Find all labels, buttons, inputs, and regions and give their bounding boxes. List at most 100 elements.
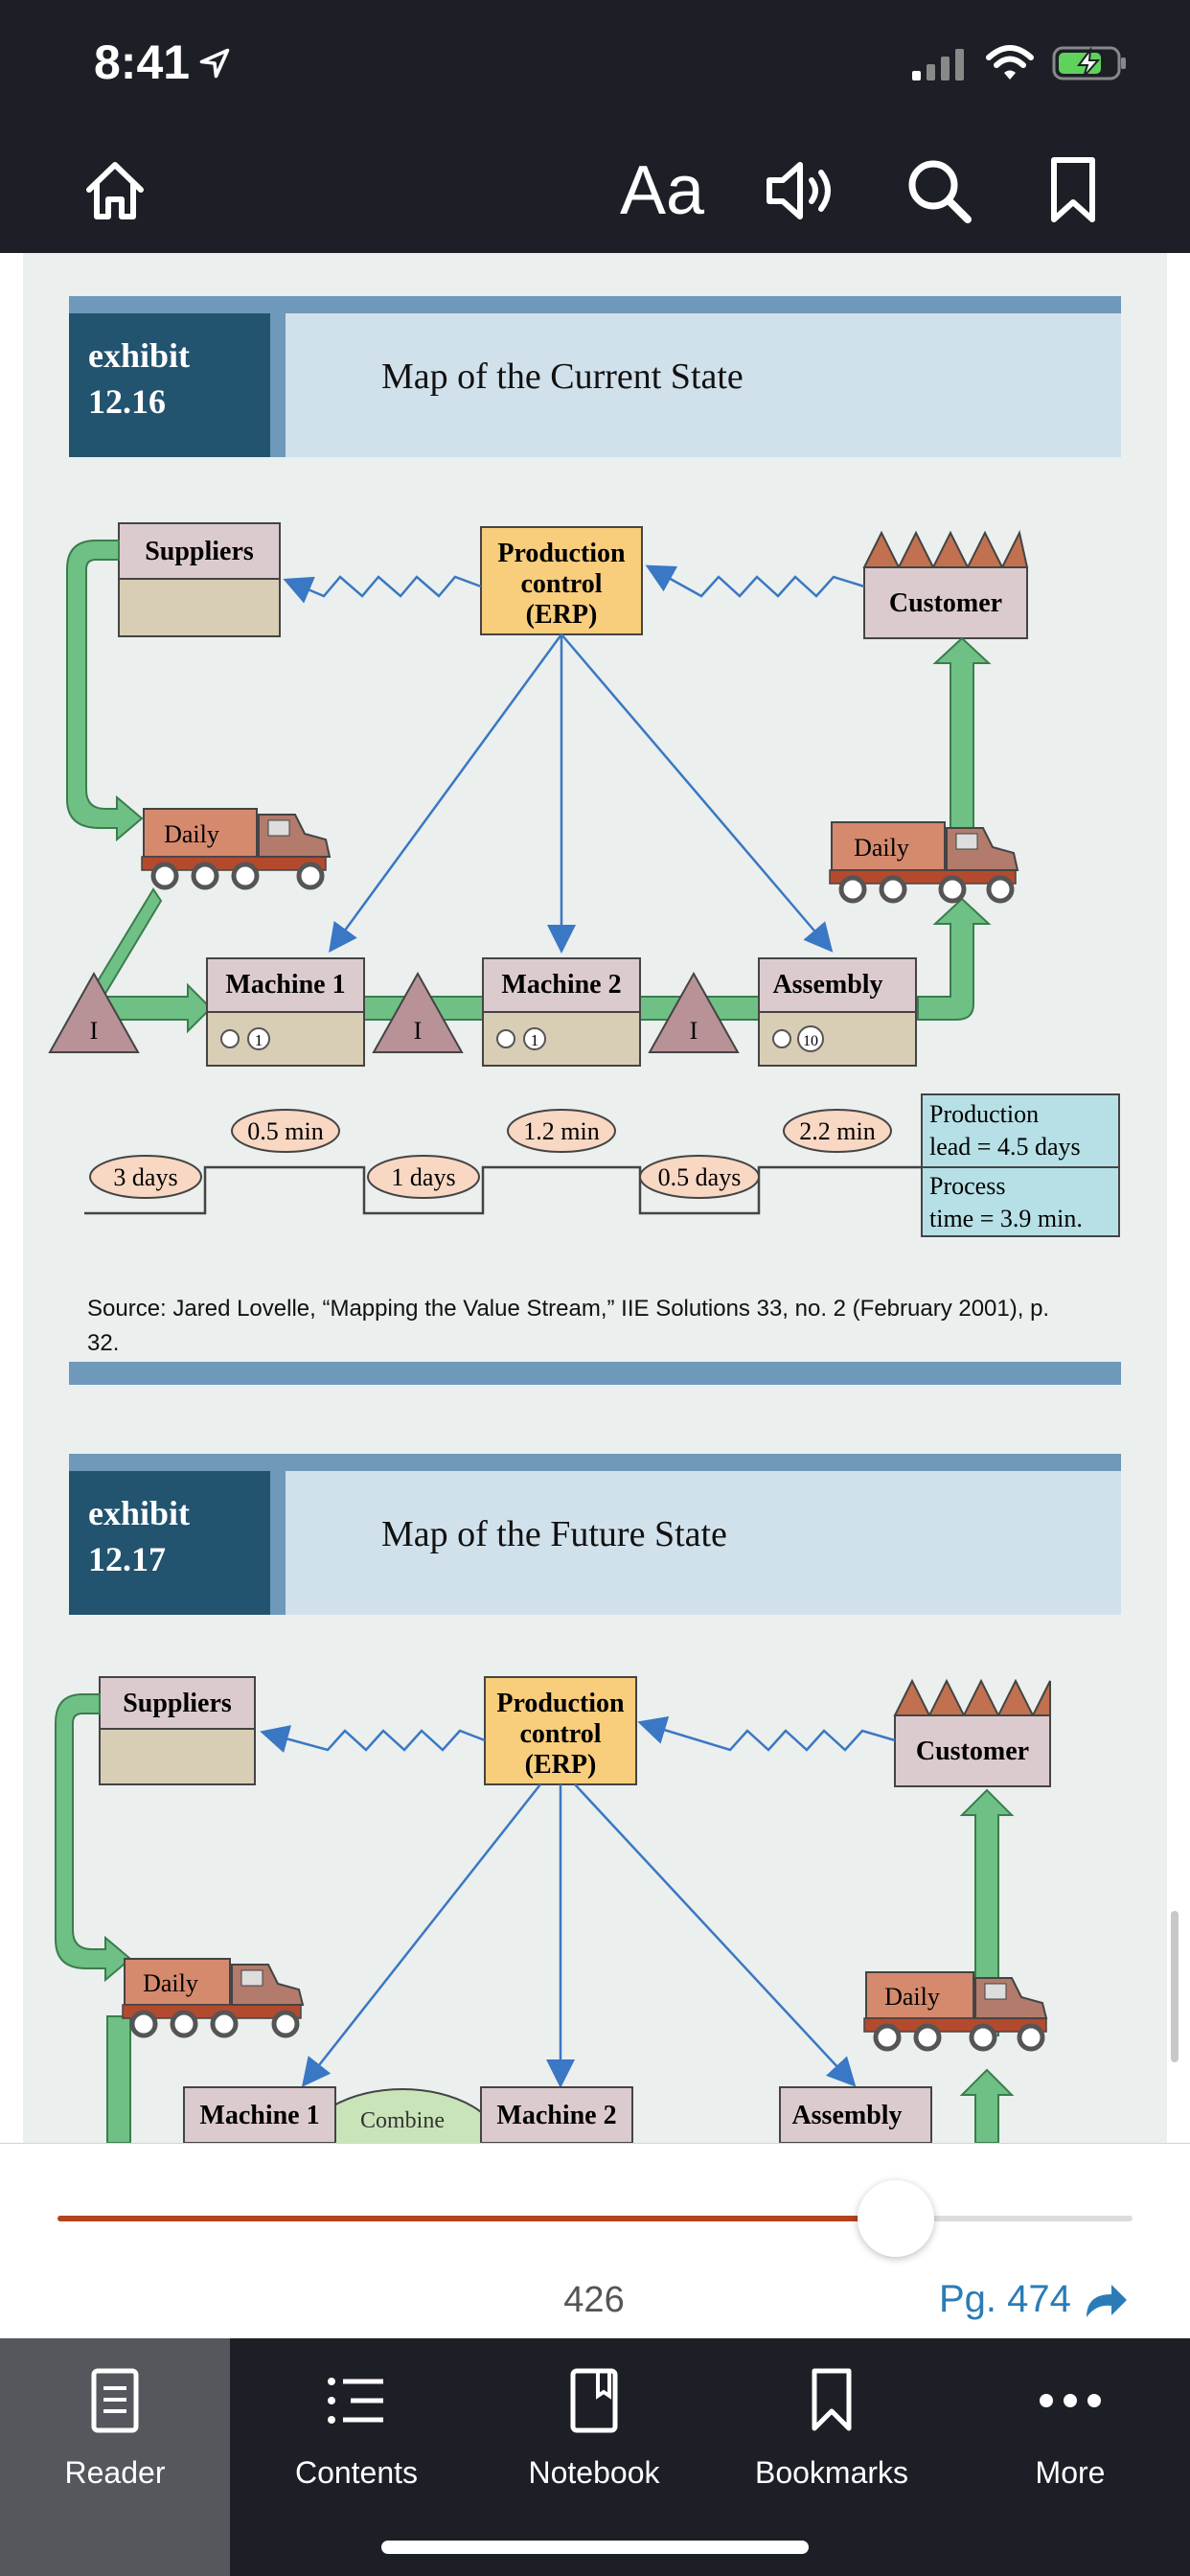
exhibit-header: exhibit 12.17 Map of the Future State xyxy=(69,1471,1121,1615)
future-state-map: Suppliers Production control (ERP) Custo… xyxy=(55,1676,1051,2143)
text-size-button[interactable]: Aa xyxy=(609,148,715,234)
exhibit-id: 12.16 xyxy=(88,382,166,421)
machine-2-box: Machine 2 1 xyxy=(482,957,641,1067)
list-icon xyxy=(328,2378,383,2424)
erp-box: Production control (ERP) xyxy=(484,1676,637,1785)
location-arrow-icon xyxy=(199,48,230,79)
forward-arrow-icon xyxy=(1086,2284,1127,2317)
bookmarks-icon xyxy=(812,2368,852,2431)
raw-material-arrow xyxy=(106,2015,131,2143)
machine-2-box: Machine 2 xyxy=(480,2086,633,2143)
bookmark-button[interactable] xyxy=(1035,148,1111,234)
tab-contents[interactable]: Contents xyxy=(238,2338,475,2576)
exhibit-top-rule xyxy=(69,296,1121,313)
lead-label-2: lead = 4.5 days xyxy=(929,1133,1081,1161)
operator-count-m1: 1 xyxy=(255,1031,263,1049)
assembly-label: Assembly xyxy=(772,970,882,1000)
page-progress-slider[interactable] xyxy=(57,2180,1133,2257)
cycle-m1-label: 0.5 min xyxy=(247,1117,323,1145)
cycle-time-m2: 1.2 min xyxy=(507,1109,616,1153)
scroll-indicator[interactable] xyxy=(1171,1911,1179,2062)
assembly-box: Assembly xyxy=(779,2086,932,2143)
exhibit-header: exhibit 12.16 Map of the Current State xyxy=(69,313,1121,457)
inventory-label-3: I xyxy=(690,1017,698,1045)
wifi-icon xyxy=(986,45,1034,80)
truck-right-icon: Daily xyxy=(863,1971,1048,2052)
truck-left-icon: Daily xyxy=(122,1958,305,2038)
tab-bookmarks-label: Bookmarks xyxy=(754,2455,909,2490)
font-settings-label: Aa xyxy=(619,152,705,229)
go-to-page-link[interactable]: Pg. 474 xyxy=(939,2278,1129,2321)
wait-time-1: 3 days xyxy=(89,1155,202,1199)
tab-notebook[interactable]: Notebook xyxy=(475,2338,713,2576)
erp-label-2: control xyxy=(520,569,602,599)
customer-label: Customer xyxy=(889,588,1002,618)
customer-box: Customer xyxy=(893,1678,1051,1787)
erp-label-1: Production xyxy=(497,539,626,568)
assembly-out-arrow xyxy=(917,897,992,1021)
customer-label: Customer xyxy=(916,1736,1029,1766)
more-dots-icon xyxy=(1040,2394,1101,2407)
wait-time-3: 0.5 days xyxy=(639,1155,760,1199)
assembly-out-arrow xyxy=(959,2068,1015,2143)
exhibit-number: exhibit 12.17 xyxy=(69,1471,286,1615)
suppliers-label: Suppliers xyxy=(123,1689,232,1718)
operator-count-asm: 10 xyxy=(803,1033,818,1049)
exhibit-word: exhibit xyxy=(88,1494,191,1532)
tab-reader[interactable]: Reader xyxy=(0,2338,230,2576)
schedule-line-m1 xyxy=(329,633,563,954)
kaizen-burst: Combine xyxy=(302,2088,503,2143)
cellular-signal-icon xyxy=(912,49,964,80)
suppliers-box: Suppliers xyxy=(118,522,281,637)
erp-label-2: control xyxy=(519,1719,601,1749)
tab-bar: Reader Contents Notebook Bookmarks More xyxy=(0,2338,1190,2576)
reader-content[interactable]: exhibit 12.16 Map of the Current State S… xyxy=(0,253,1190,2143)
assembly-box: Assembly 10 xyxy=(758,957,917,1067)
erp-to-suppliers-signal xyxy=(260,1725,486,1754)
wait-2-label: 1 days xyxy=(391,1163,455,1191)
tab-reader-label: Reader xyxy=(64,2455,166,2490)
current-page-number: 426 xyxy=(563,2280,625,2320)
exhibit-title: Map of the Future State xyxy=(381,1514,727,1554)
lead-time-summary: Production lead = 4.5 days Process time … xyxy=(921,1093,1120,1237)
exhibit-id: 12.17 xyxy=(88,1540,166,1578)
supplier-shipment-arrow xyxy=(66,540,144,842)
kaizen-label: Combine xyxy=(360,2108,445,2133)
tab-notebook-label: Notebook xyxy=(528,2455,660,2490)
suppliers-box: Suppliers xyxy=(99,1676,256,1785)
customer-to-erp-signal xyxy=(645,564,865,598)
inventory-triangle-3: I xyxy=(648,971,740,1053)
wait-3-label: 0.5 days xyxy=(658,1163,742,1191)
machine-1-box: Machine 1 xyxy=(183,2086,336,2143)
machine-1-label: Machine 1 xyxy=(199,2101,319,2130)
search-button[interactable] xyxy=(896,148,982,234)
customer-to-erp-signal xyxy=(637,1715,896,1752)
assembly-label: Assembly xyxy=(791,2101,902,2130)
erp-to-suppliers-signal xyxy=(283,575,482,604)
customer-shipment-arrow xyxy=(932,636,992,856)
exhibit-title: Map of the Current State xyxy=(381,356,744,397)
inventory-label-1: I xyxy=(90,1017,99,1045)
truck-right-icon: Daily xyxy=(829,821,1019,904)
machine-1-label: Machine 1 xyxy=(225,970,345,1000)
clock: 8:41 xyxy=(94,35,191,89)
home-button[interactable] xyxy=(77,148,153,234)
inventory-triangle-2: I xyxy=(372,971,464,1053)
tab-bookmarks[interactable]: Bookmarks xyxy=(713,2338,950,2576)
tab-more[interactable]: More xyxy=(950,2338,1190,2576)
truck-left-label: Daily xyxy=(164,820,219,848)
truck-right-label: Daily xyxy=(884,1983,940,2011)
exhibit-number: exhibit 12.16 xyxy=(69,313,286,457)
slider-thumb[interactable] xyxy=(858,2180,935,2257)
inventory-triangle-1: I xyxy=(48,971,140,1053)
home-indicator xyxy=(381,2541,809,2554)
process-label-2: time = 3.9 min. xyxy=(929,1205,1083,1232)
reader-toolbar: Aa xyxy=(0,128,1190,253)
timeline-line xyxy=(84,1165,922,1215)
bookmark-icon xyxy=(1051,157,1095,222)
lead-label-1: Production xyxy=(929,1100,1039,1128)
erp-label-3: (ERP) xyxy=(526,600,598,630)
schedule-line-asm xyxy=(561,633,834,953)
slider-fill xyxy=(57,2216,897,2221)
read-aloud-button[interactable] xyxy=(757,148,843,234)
